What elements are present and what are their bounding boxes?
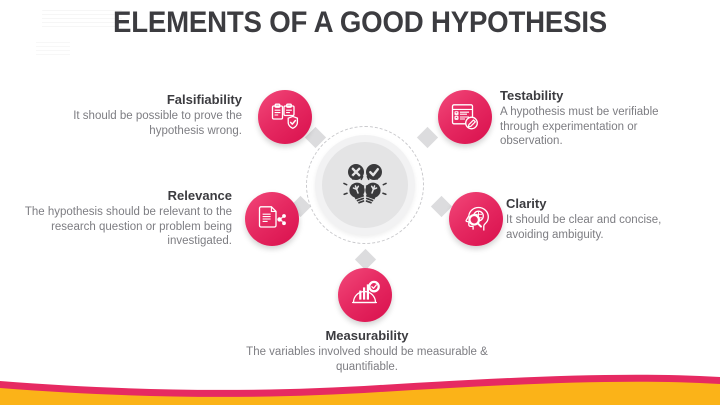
head-magnifier-brain-icon [461,204,491,234]
icon-circle-falsifiability[interactable] [258,90,312,144]
body-relevance: The hypothesis should be relevant to the… [24,206,232,247]
checklist-pen-icon [450,102,480,132]
body-clarity: It should be clear and concise, avoiding… [506,214,662,241]
watermark-placeholder [42,10,122,28]
icon-circle-measurability[interactable] [338,268,392,322]
document-share-nodes-icon [257,204,287,234]
watermark-placeholder-2 [36,42,70,56]
body-testability: A hypothesis must be verifiable through … [500,106,659,147]
clipboard-shield-check-icon [270,102,300,132]
icon-circle-testability[interactable] [438,90,492,144]
body-falsifiability: It should be possible to prove the hypot… [73,110,242,137]
bar-chart-gauge-check-icon [350,280,380,310]
heading-clarity: Clarity [506,196,547,211]
bottom-wave-decoration [0,374,720,405]
icon-circle-relevance[interactable] [245,192,299,246]
heading-testability: Testability [500,88,564,103]
hub-inner-circle[interactable] [322,142,408,228]
text-block-falsifiability: Falsifiability It should be possible to … [20,92,242,138]
text-block-relevance: Relevance The hypothesis should be relev… [10,188,232,249]
body-measurability: The variables involved should be measura… [246,346,488,373]
heading-measurability: Measurability [325,328,409,343]
text-block-measurability: Measurability The variables involved sho… [243,328,491,374]
two-lightbulbs-cross-check-icon [339,159,391,211]
heading-falsifiability: Falsifiability [166,92,242,107]
heading-relevance: Relevance [167,188,232,203]
hub-dashed-ring [306,126,424,244]
connector-diamond-top-right [416,126,439,149]
icon-circle-clarity[interactable] [449,192,503,246]
text-block-clarity: Clarity It should be clear and concise, … [506,196,698,242]
page-title: ELEMENTS OF A GOOD HYPOTHESIS [112,6,608,39]
connector-diamond-bottom [354,248,377,271]
text-block-testability: Testability A hypothesis must be verifia… [500,88,696,149]
